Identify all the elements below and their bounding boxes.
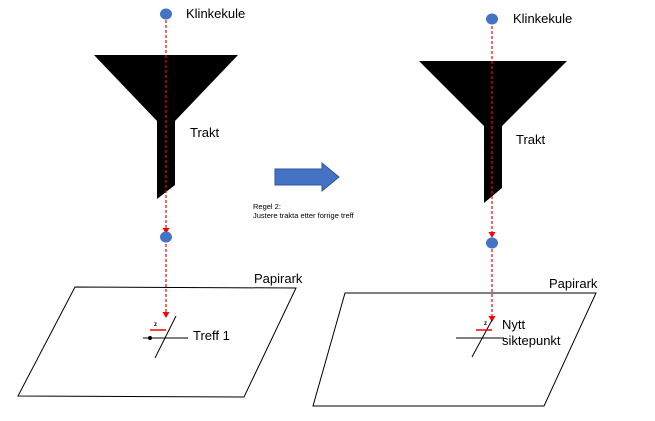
left-funnel-label: Trakt bbox=[190, 125, 220, 140]
right-marble-label: Klinkekule bbox=[513, 11, 573, 26]
right-paper-sheet bbox=[312, 292, 597, 407]
left-marble-bottom bbox=[160, 231, 172, 243]
right-path-bottom-arrowhead bbox=[488, 316, 496, 322]
right-offset-label: z bbox=[484, 321, 487, 327]
right-path-top-arrowhead bbox=[488, 232, 496, 238]
right-paper-label: Papirark bbox=[549, 276, 598, 291]
left-path-bottom-arrowhead bbox=[162, 312, 170, 318]
left-offset-label: z bbox=[154, 322, 157, 328]
rule-description: Justere trakta etter forrige treff bbox=[253, 211, 354, 220]
left-hit-point bbox=[148, 336, 152, 340]
left-paper-label: Papirark bbox=[254, 271, 303, 286]
rule-title: Regel 2: bbox=[253, 202, 281, 211]
left-path-top-arrowhead bbox=[162, 228, 170, 234]
left-panel bbox=[17, 8, 297, 398]
rule-text: Regel 2: Justere trakta etter forrige tr… bbox=[253, 202, 354, 220]
right-panel bbox=[312, 13, 597, 407]
right-funnel-label: Trakt bbox=[516, 132, 546, 147]
right-aim-label-line2: siktepunkt bbox=[502, 333, 561, 348]
right-marble-top bbox=[486, 13, 498, 25]
right-marble-bottom bbox=[486, 237, 498, 249]
left-marble-top bbox=[160, 8, 172, 20]
left-marble-label: Klinkekule bbox=[186, 6, 246, 21]
left-target-diagonal bbox=[154, 315, 177, 359]
left-hit-label: Treff 1 bbox=[193, 328, 230, 343]
right-target-diagonal bbox=[471, 319, 493, 358]
right-aim-label-line1: Nytt bbox=[502, 317, 526, 332]
left-paper-sheet bbox=[17, 286, 297, 398]
transition-arrow bbox=[274, 161, 340, 193]
right-funnel bbox=[419, 61, 567, 203]
